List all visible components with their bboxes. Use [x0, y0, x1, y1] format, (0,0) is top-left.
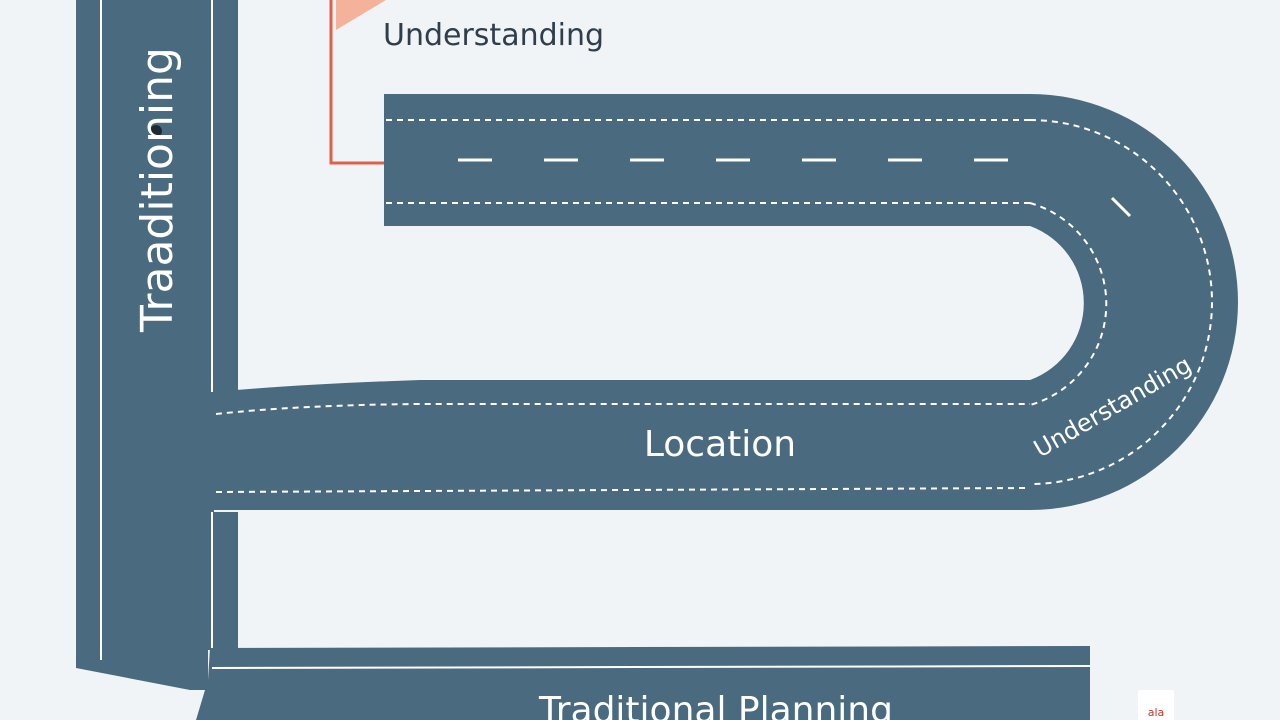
callout-flag [336, 0, 386, 30]
bottom-road-edge [211, 665, 1091, 669]
corner-mark: ala [1148, 706, 1165, 719]
corner-card [1138, 690, 1174, 720]
middle-road-edge-upper [215, 403, 1030, 415]
callout-bracket [329, 0, 384, 165]
vertical-road-label: Traaditioning [132, 47, 183, 333]
bottom-road [196, 646, 1090, 720]
bottom-road-label: Traditional Planning [538, 690, 893, 720]
u-turn-dash [1110, 196, 1132, 218]
top-callout-label: Understanding [383, 18, 604, 53]
middle-road-label: Location [644, 424, 796, 465]
location-dot [150, 125, 162, 137]
vertical-road [76, 0, 238, 690]
u-turn-road [214, 94, 1238, 510]
u-turn-inner-edge [1029, 202, 1108, 406]
middle-road-edge-lower [215, 487, 1031, 493]
